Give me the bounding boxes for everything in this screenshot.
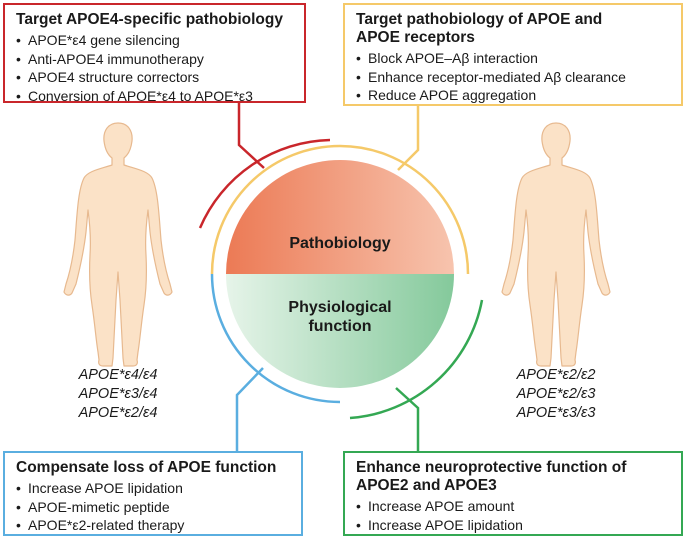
physiological-label-line1: Physiological — [288, 299, 391, 316]
box-title: Target APOE4-specific pathobiology — [16, 11, 283, 28]
genotype-label: APOE*ε3/ε4 — [78, 386, 158, 402]
pathobiology-label: Pathobiology — [289, 235, 390, 252]
list-item: Anti-APOE4 immunotherapy — [16, 50, 294, 69]
connector-red — [237, 103, 265, 169]
neuroprotective-function-box: Enhance neuroprotective function of APOE… — [343, 451, 683, 536]
list-item: APOE4 structure correctors — [16, 68, 294, 87]
physiological-half — [226, 274, 454, 388]
box-title-line1: Enhance neuroprotective function of — [356, 459, 627, 476]
list-item: Reduce APOE aggregation — [356, 86, 671, 105]
bullet-list: Increase APOE lipidation APOE-mimetic pe… — [16, 479, 291, 535]
box-title-line1: Target pathobiology of APOE and — [356, 11, 603, 28]
list-item: Block APOE–Aβ interaction — [356, 49, 671, 68]
arc-blue — [210, 273, 341, 404]
apoe-receptors-pathobiology-box: Target pathobiology of APOE and APOE rec… — [343, 3, 683, 106]
genotype-label: APOE*ε3/ε3 — [516, 405, 596, 421]
list-item: Increase APOE amount — [356, 497, 671, 516]
list-item: APOE*ε2-related therapy — [16, 516, 291, 535]
human-figure-right-icon — [501, 122, 611, 367]
pathobiology-half — [226, 160, 454, 274]
bullet-list: APOE*ε4 gene silencing Anti-APOE4 immuno… — [16, 31, 294, 105]
physiological-label-line2: function — [308, 318, 371, 335]
connector-green — [395, 387, 420, 451]
genotype-label: APOE*ε2/ε3 — [516, 386, 596, 402]
genotype-label: APOE*ε4/ε4 — [78, 367, 158, 383]
genotypes-left: APOE*ε4/ε4 APOE*ε3/ε4 APOE*ε2/ε4 — [68, 366, 168, 423]
apoe4-specific-pathobiology-box: Target APOE4-specific pathobiology APOE*… — [3, 3, 306, 105]
arc-green — [349, 299, 484, 420]
list-item: Increase APOE lipidation — [16, 479, 291, 498]
human-figure-left-icon — [63, 122, 173, 367]
genotype-label: APOE*ε2/ε4 — [78, 405, 158, 421]
box-title-line2: APOE2 and APOE3 — [356, 477, 497, 494]
box-title: Compensate loss of APOE function — [16, 459, 277, 476]
list-item: APOE-mimetic peptide — [16, 498, 291, 517]
box-title-line2: APOE receptors — [356, 29, 475, 46]
arc-yellow — [210, 144, 470, 275]
bullet-list: Increase APOE amount Increase APOE lipid… — [356, 497, 671, 534]
list-item: Enhance receptor-mediated Aβ clearance — [356, 68, 671, 87]
box-title: Target pathobiology of APOE and APOE rec… — [356, 11, 671, 47]
list-item: APOE*ε4 gene silencing — [16, 31, 294, 50]
bullet-list: Block APOE–Aβ interaction Enhance recept… — [356, 49, 671, 105]
list-item: Increase APOE lipidation — [356, 516, 671, 535]
genotype-label: APOE*ε2/ε2 — [516, 367, 596, 383]
list-item: Conversion of APOE*ε4 to APOE*ε3 — [16, 87, 294, 106]
connector-blue — [235, 367, 264, 451]
arc-red — [198, 138, 331, 229]
genotypes-right: APOE*ε2/ε2 APOE*ε2/ε3 APOE*ε3/ε3 — [506, 366, 606, 423]
compensate-loss-box: Compensate loss of APOE function Increas… — [3, 451, 303, 536]
box-title: Enhance neuroprotective function of APOE… — [356, 459, 671, 495]
